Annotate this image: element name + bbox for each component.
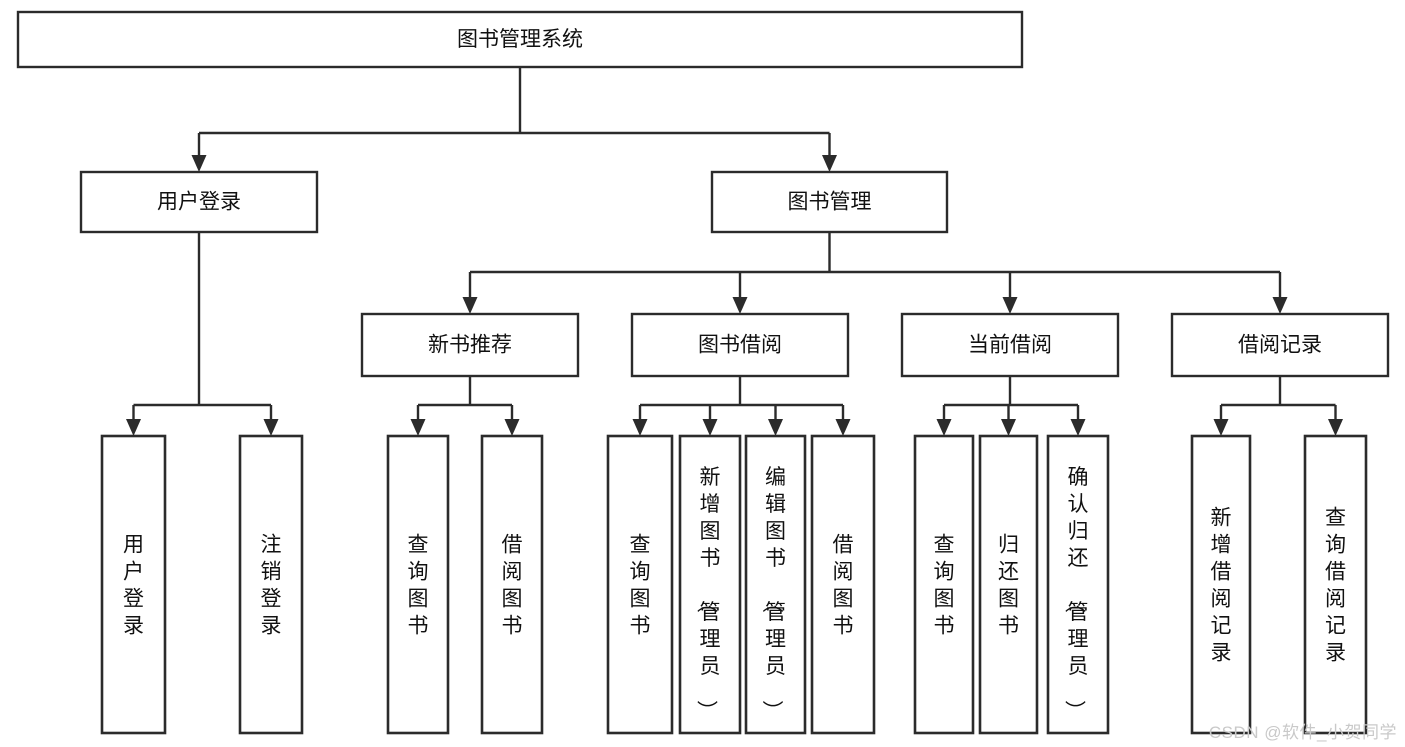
book-manage-to-current-borrow-arrowhead: [1002, 297, 1018, 314]
node-leaf-logout-login-label: 注销登录: [261, 534, 282, 638]
watermark-text: CSDN @软件_小贺同学: [1208, 723, 1397, 742]
node-leaf-confirm-return-admin[interactable]: 确认归还（管理员）: [1046, 434, 1110, 735]
borrow-record-to-leaf-query-borrow-record-arrowhead: [1328, 419, 1343, 436]
node-leaf-query-book-2-label: 查询图书: [630, 534, 651, 638]
node-leaf-borrow-book-2-label: 借阅图书: [833, 534, 854, 638]
node-borrow-record-box: [1170, 312, 1390, 378]
node-leaf-add-book-admin-box: [678, 434, 742, 735]
node-leaf-query-borrow-record[interactable]: 查询借阅记录: [1303, 434, 1368, 735]
node-leaf-return-book[interactable]: 归还图书: [978, 434, 1039, 735]
node-leaf-add-borrow-record[interactable]: 新增借阅记录: [1190, 434, 1252, 735]
node-leaf-edit-book-admin-label: 编辑图书（管理员）: [760, 466, 786, 721]
node-leaf-query-borrow-record-label: 查询借阅记录: [1325, 507, 1346, 665]
node-leaf-user-login[interactable]: 用户登录: [100, 434, 167, 735]
node-borrow-record[interactable]: 借阅记录: [1170, 312, 1390, 378]
node-book-manage-box: [710, 170, 949, 234]
node-leaf-query-book-2[interactable]: 查询图书: [606, 434, 674, 735]
node-root[interactable]: 图书管理系统: [16, 10, 1024, 69]
user-login-to-leaf-user-login-arrowhead: [126, 419, 141, 436]
current-borrow-to-leaf-query-book-3-arrowhead: [936, 419, 952, 436]
book-manage-to-new-book-recommend-arrowhead: [462, 297, 478, 314]
node-leaf-confirm-return-admin-box: [1046, 434, 1110, 735]
new-book-recommend-to-leaf-borrow-book-1-arrowhead: [504, 419, 520, 436]
node-leaf-add-borrow-record-box: [1190, 434, 1252, 735]
node-book-manage[interactable]: 图书管理: [710, 170, 949, 234]
node-leaf-user-login-label: 用户登录: [123, 534, 144, 638]
node-current-borrow-label: 当前借阅: [968, 334, 1052, 357]
root-to-user-login-arrowhead: [191, 155, 207, 172]
current-borrow-to-leaf-confirm-return-admin-arrowhead: [1070, 419, 1086, 436]
node-new-book-recommend-label: 新书推荐: [428, 334, 512, 357]
node-leaf-logout-login[interactable]: 注销登录: [238, 434, 304, 735]
node-root-label: 图书管理系统: [457, 28, 583, 51]
node-leaf-borrow-book-1-label: 借阅图书: [502, 534, 523, 638]
node-new-book-recommend[interactable]: 新书推荐: [360, 312, 580, 378]
node-user-login-box: [79, 170, 319, 234]
node-leaf-return-book-box: [978, 434, 1039, 735]
node-leaf-query-book-1[interactable]: 查询图书: [386, 434, 450, 735]
edges-layer: [126, 67, 1343, 436]
borrow-record-to-leaf-add-borrow-record-arrowhead: [1213, 419, 1229, 436]
current-borrow-to-leaf-return-book-arrowhead: [1001, 419, 1016, 436]
new-book-recommend-to-leaf-query-book-1-arrowhead: [410, 419, 426, 436]
book-borrow-to-leaf-edit-book-admin-arrowhead: [768, 419, 783, 436]
node-leaf-borrow-book-2-box: [810, 434, 876, 735]
book-borrow-to-leaf-query-book-2-arrowhead: [632, 419, 648, 436]
node-leaf-query-borrow-record-box: [1303, 434, 1368, 735]
node-leaf-edit-book-admin-box: [744, 434, 807, 735]
node-book-borrow[interactable]: 图书借阅: [630, 312, 850, 378]
root-to-book-manage-arrowhead: [822, 155, 837, 172]
node-leaf-add-book-admin-label: 新增图书（管理员）: [695, 466, 721, 721]
book-borrow-to-leaf-borrow-book-2-arrowhead: [835, 419, 851, 436]
node-new-book-recommend-box: [360, 312, 580, 378]
node-leaf-add-book-admin[interactable]: 新增图书（管理员）: [678, 434, 742, 735]
node-current-borrow-box: [900, 312, 1120, 378]
node-leaf-query-book-2-box: [606, 434, 674, 735]
node-leaf-return-book-label: 归还图书: [998, 534, 1019, 638]
node-leaf-logout-login-box: [238, 434, 304, 735]
node-leaf-query-book-3-box: [913, 434, 975, 735]
node-leaf-edit-book-admin[interactable]: 编辑图书（管理员）: [744, 434, 807, 735]
node-leaf-confirm-return-admin-label: 确认归还（管理员）: [1063, 466, 1089, 721]
user-login-to-leaf-logout-login-arrowhead: [263, 419, 279, 436]
node-borrow-record-label: 借阅记录: [1238, 334, 1322, 357]
node-leaf-query-book-1-box: [386, 434, 450, 735]
node-leaf-query-book-3-label: 查询图书: [934, 534, 955, 638]
node-book-borrow-label: 图书借阅: [698, 334, 782, 357]
node-leaf-borrow-book-1[interactable]: 借阅图书: [480, 434, 544, 735]
node-leaf-user-login-box: [100, 434, 167, 735]
node-root-box: [16, 10, 1024, 69]
node-book-manage-label: 图书管理: [788, 191, 872, 214]
node-user-login-label: 用户登录: [157, 191, 241, 214]
node-leaf-borrow-book-2[interactable]: 借阅图书: [810, 434, 876, 735]
node-user-login[interactable]: 用户登录: [79, 170, 319, 234]
nodes-layer: 图书管理系统用户登录图书管理新书推荐图书借阅当前借阅借阅记录用户登录注销登录查询…: [16, 10, 1390, 735]
node-current-borrow[interactable]: 当前借阅: [900, 312, 1120, 378]
book-manage-to-book-borrow-arrowhead: [732, 297, 748, 314]
node-leaf-query-book-3[interactable]: 查询图书: [913, 434, 975, 735]
node-leaf-borrow-book-1-box: [480, 434, 544, 735]
book-borrow-to-leaf-add-book-admin-arrowhead: [702, 419, 718, 436]
book-manage-to-borrow-record-arrowhead: [1272, 297, 1288, 314]
node-leaf-add-borrow-record-label: 新增借阅记录: [1211, 507, 1232, 665]
node-book-borrow-box: [630, 312, 850, 378]
node-leaf-query-book-1-label: 查询图书: [408, 534, 429, 638]
